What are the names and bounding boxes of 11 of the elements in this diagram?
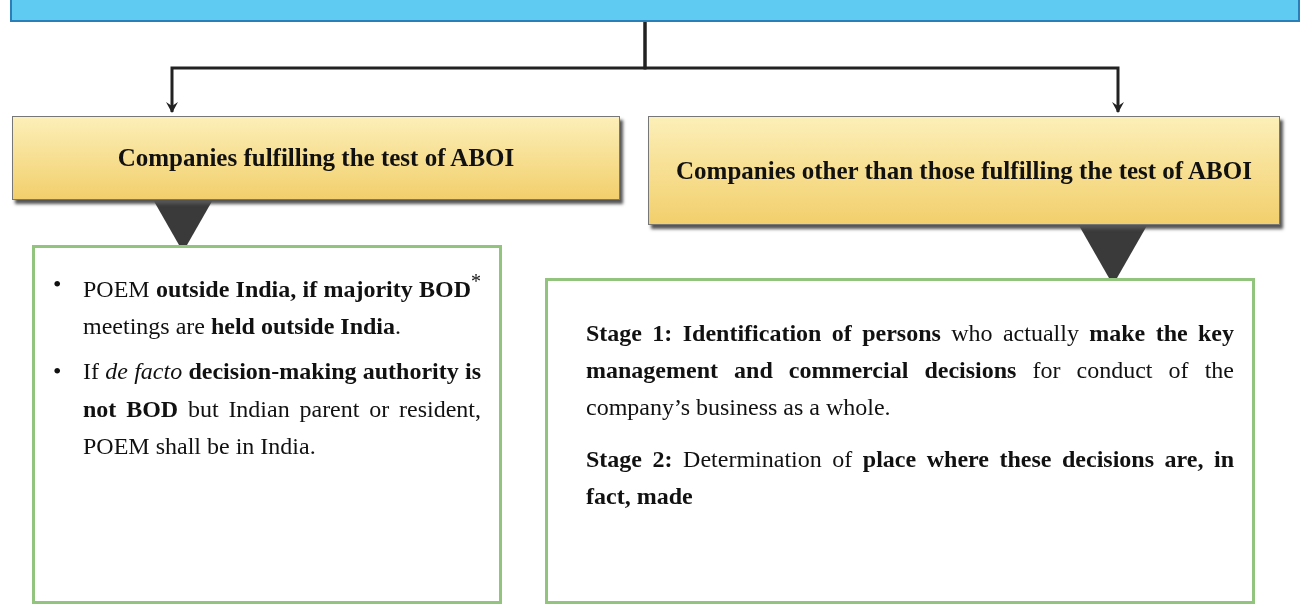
category-box <box>12 116 620 200</box>
category-heading: Companies fulfilling the test of ABOI <box>117 143 515 173</box>
stage-text: Stage 1: Identification of persons who actually make the key management and commercial decisions for conduct of the company’s business as a whole. <box>586 319 1234 423</box>
rule-panel <box>32 245 502 604</box>
stage-text: Stage 2: Determination of place where these decisions are, in fact, made <box>586 444 1234 511</box>
bullet: • <box>53 357 62 387</box>
category-heading: Companies other than those fulfilling the test of ABOI <box>676 155 1252 186</box>
arrow <box>643 22 1124 113</box>
stage-panel <box>545 278 1255 604</box>
category-box <box>648 116 1280 225</box>
bullet: • <box>53 270 62 299</box>
